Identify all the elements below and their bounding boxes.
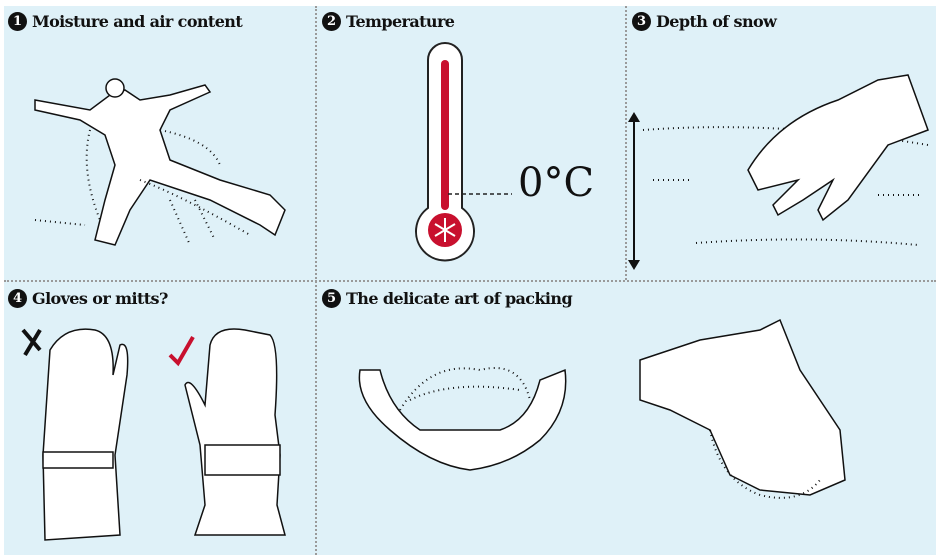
thermometer-icon (415, 42, 512, 262)
number-badge: 1 (8, 12, 27, 31)
panel-1-title: 1 Moisture and air content (8, 12, 243, 31)
number-badge: 5 (322, 289, 341, 308)
panel-2-title: 2 Temperature (322, 12, 455, 31)
title-text: Gloves or mitts? (32, 289, 168, 308)
packing-illustration (358, 318, 846, 499)
gloves-illustration (21, 328, 286, 541)
number-badge: 2 (322, 12, 341, 31)
snow-angel-illustration (34, 78, 286, 246)
glove-icon (184, 328, 286, 536)
divider (625, 6, 627, 280)
temperature-label: 0°C (518, 160, 595, 206)
check-icon (168, 336, 195, 367)
snow-depth-illustration (628, 74, 929, 270)
number-badge: 4 (8, 289, 27, 308)
panel-3-title: 3 Depth of snow (632, 12, 777, 31)
cross-icon (21, 328, 42, 357)
title-text: Moisture and air content (32, 12, 243, 31)
divider (4, 280, 936, 282)
panel-5-title: 5 The delicate art of packing (322, 289, 573, 308)
title-text: Temperature (346, 12, 455, 31)
title-text: Depth of snow (656, 12, 777, 31)
title-text: The delicate art of packing (346, 289, 573, 308)
panel-4-title: 4 Gloves or mitts? (8, 289, 168, 308)
mitt-icon (42, 328, 129, 541)
snowflake-icon (434, 218, 456, 242)
number-badge: 3 (632, 12, 651, 31)
